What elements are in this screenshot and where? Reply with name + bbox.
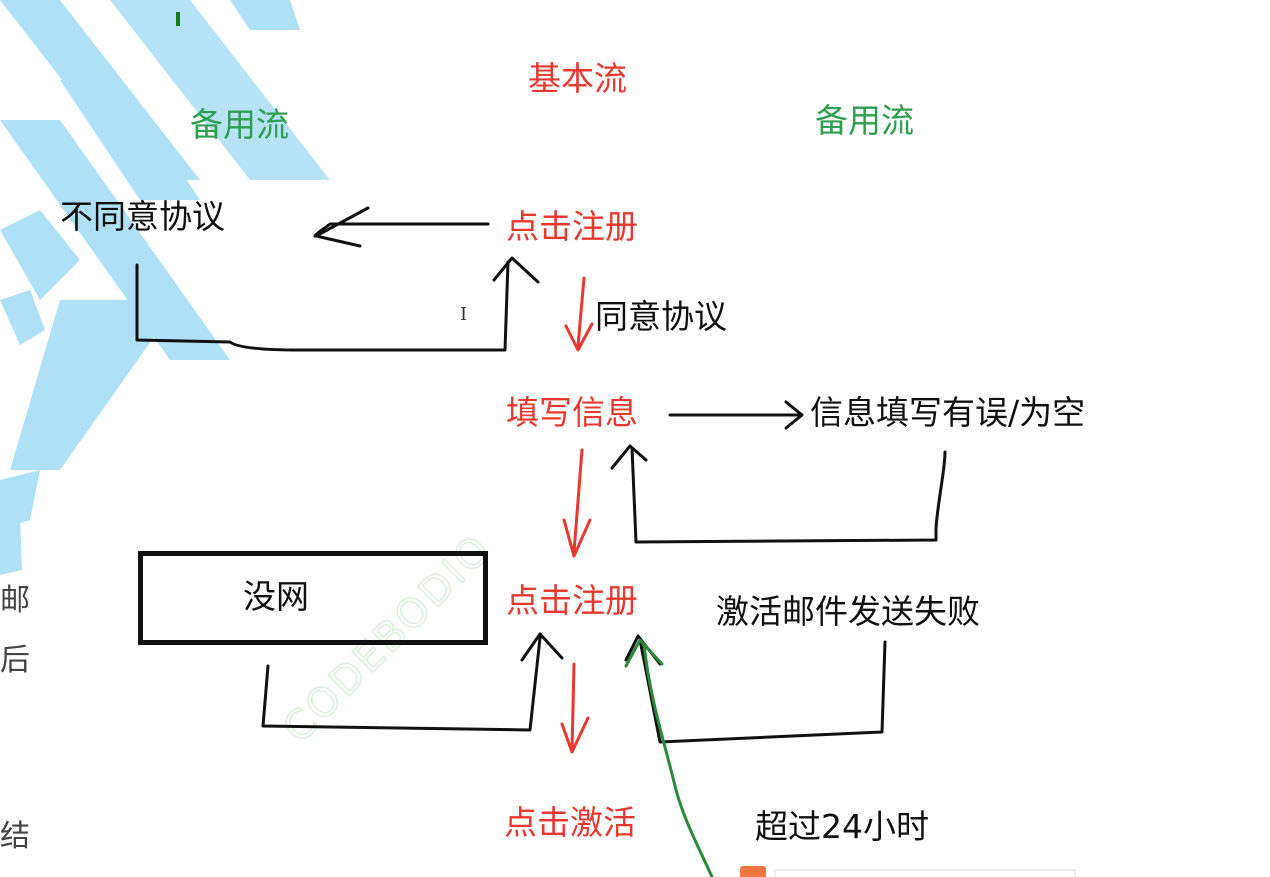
node-info-error: 信息填写有误/为空 — [810, 393, 1086, 432]
node-click-activate: 点击激活 — [504, 803, 636, 842]
node-email-fail: 激活邮件发送失败 — [716, 592, 980, 631]
node-click-register-2: 点击注册 — [506, 581, 638, 620]
bottom-partial-widget — [740, 866, 1076, 877]
header-basic-flow: 基本流 — [528, 59, 627, 98]
header-alternate-flow-right: 备用流 — [815, 101, 914, 140]
side-fragment-1: 邮 — [0, 583, 30, 618]
arrow-error-back-to-fill — [610, 444, 947, 544]
node-click-register-1: 点击注册 — [506, 207, 638, 246]
side-fragment-3: 结 — [0, 819, 30, 854]
arrow-register-to-activate — [560, 662, 590, 754]
arrow-fill-to-error — [668, 400, 804, 430]
edge-label-agree: 同意协议 — [595, 297, 727, 336]
node-no-network: 没网 — [243, 577, 309, 616]
arrow-email-fail-back — [624, 634, 887, 744]
arrow-timeout-back — [624, 638, 714, 877]
watermark-stripes — [0, 0, 330, 575]
arrow-register-to-disagree — [313, 206, 490, 248]
side-fragment-2: 后 — [0, 643, 30, 678]
arrow-no-network-back — [261, 632, 564, 732]
node-fill-info: 填写信息 — [506, 393, 638, 432]
node-no-network-box — [138, 551, 488, 645]
top-tick-mark — [176, 12, 180, 26]
arrow-fill-to-register — [562, 448, 592, 558]
node-disagree: 不同意协议 — [60, 197, 225, 236]
text-cursor-icon: I — [460, 304, 468, 325]
arrow-disagree-back-to-register — [135, 256, 540, 352]
header-alternate-flow-left: 备用流 — [190, 105, 289, 144]
arrow-register-to-fill — [564, 276, 594, 352]
node-over-24h: 超过24小时 — [755, 807, 929, 846]
